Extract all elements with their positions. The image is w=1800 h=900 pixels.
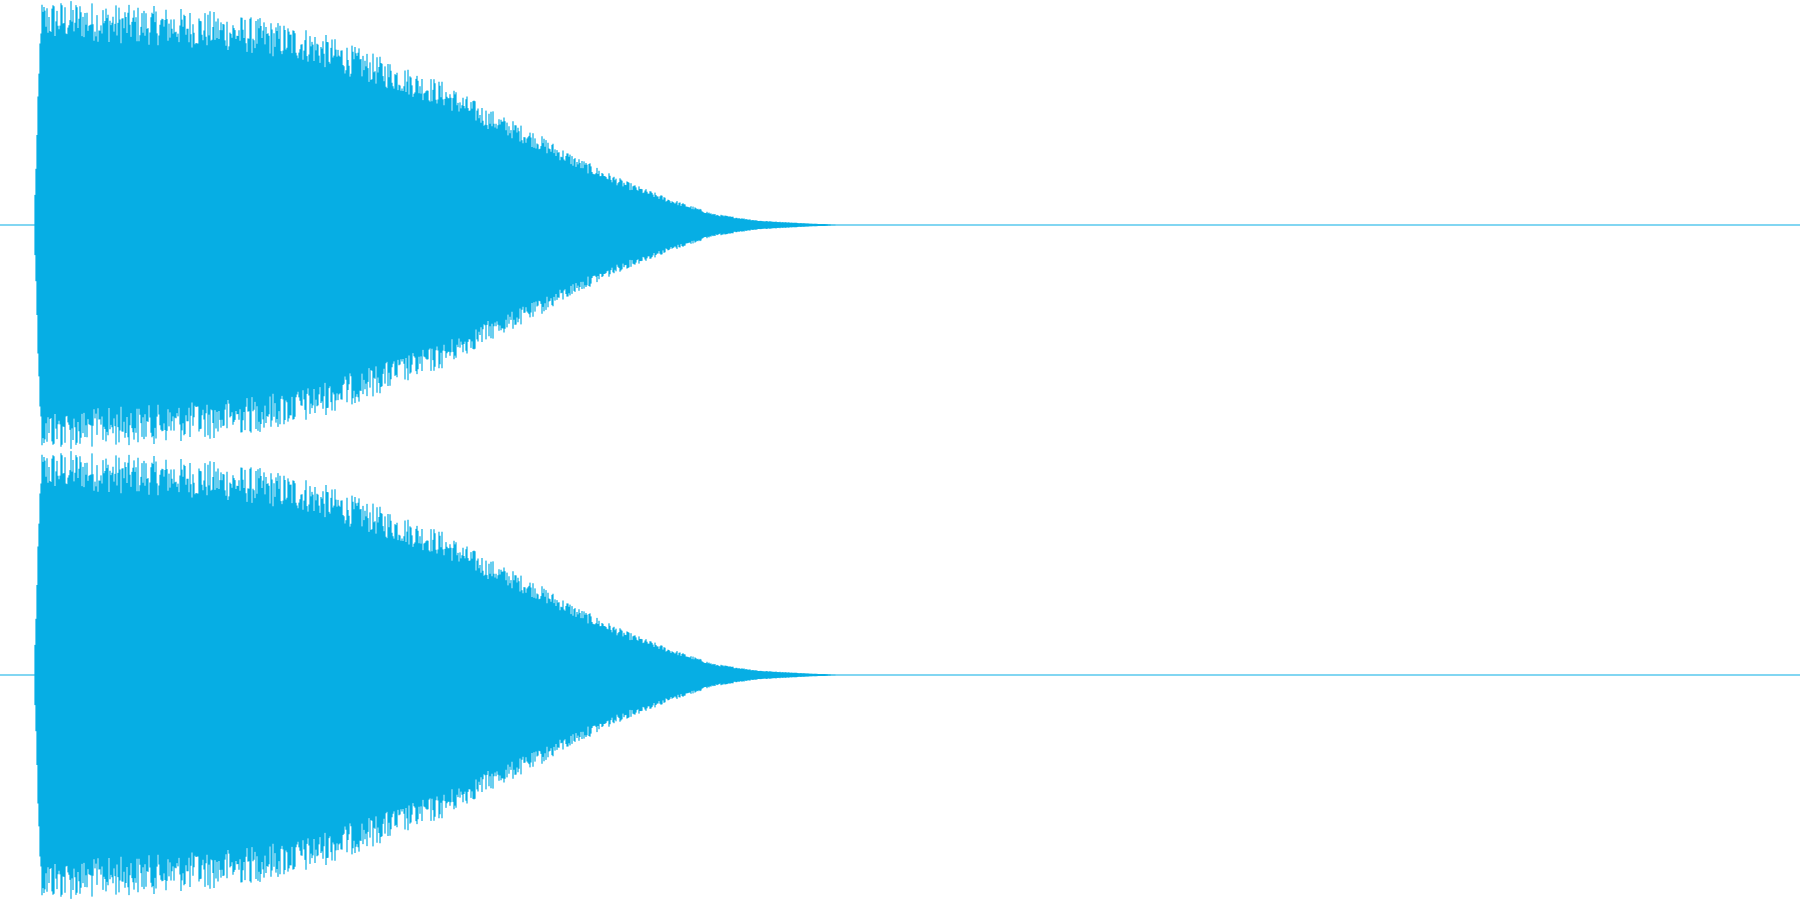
waveform-channel-1 (0, 1, 1800, 449)
waveform-channel-2 (0, 451, 1800, 899)
waveform-samples (34, 451, 851, 899)
channel-top (0, 1, 1800, 449)
channel-bottom (0, 450, 1800, 900)
waveform-samples (34, 1, 851, 449)
